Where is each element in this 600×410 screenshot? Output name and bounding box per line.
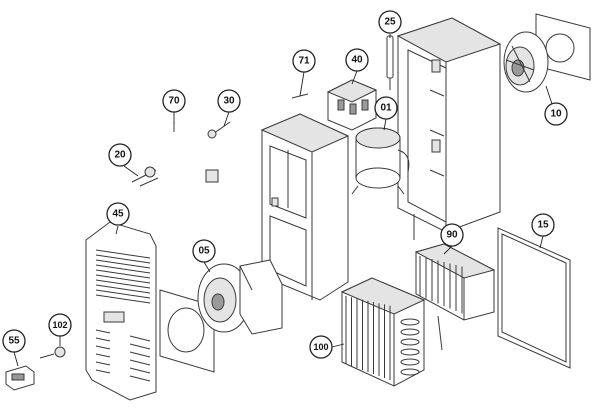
grille-slot	[95, 289, 151, 299]
grille-slot	[95, 254, 151, 264]
callout-40: 40	[345, 48, 369, 85]
grille-slot	[95, 284, 151, 294]
grille-slot	[95, 294, 151, 304]
callout-71: 71	[292, 49, 316, 97]
grille-slot	[129, 367, 151, 374]
fitting-part	[131, 166, 159, 187]
coil-tube-bend	[400, 358, 420, 366]
grille-slot	[129, 375, 151, 382]
callout-20: 20	[108, 143, 139, 177]
coil-tube-bend	[400, 328, 420, 336]
callout-labels: 25 71 40 70 30 01 10	[2, 10, 568, 367]
svg-text:71: 71	[298, 56, 310, 67]
svg-text:45: 45	[112, 209, 124, 220]
washer-part	[39, 346, 66, 359]
coil-tube-bend	[400, 368, 420, 376]
callout-100: 100	[309, 335, 345, 359]
control-box-part	[326, 79, 378, 131]
side-panel	[497, 227, 571, 369]
callout-10: 10	[544, 85, 568, 126]
coil-fins	[345, 296, 420, 380]
svg-text:10: 10	[550, 109, 562, 120]
svg-text:90: 90	[446, 230, 458, 241]
callout-30: 30	[217, 89, 241, 127]
grille-slot	[129, 343, 151, 350]
grille-slot	[95, 269, 151, 279]
svg-text:15: 15	[537, 220, 549, 231]
callout-01: 01	[374, 96, 398, 131]
callout-90: 90	[440, 223, 464, 255]
display-module-part	[5, 365, 35, 391]
svg-text:100: 100	[313, 342, 328, 352]
grille-slot	[95, 369, 111, 374]
svg-text:01: 01	[380, 103, 392, 114]
coil-tube-bend	[400, 348, 420, 356]
svg-text:05: 05	[198, 246, 210, 257]
grille-slot	[95, 361, 111, 366]
grille-slot	[95, 329, 111, 334]
inner-frame	[260, 113, 350, 301]
svg-text:102: 102	[52, 320, 67, 330]
clip-part	[205, 169, 219, 183]
compressor-part	[351, 127, 410, 195]
callout-102: 102	[48, 313, 72, 346]
grille-slot	[95, 345, 111, 350]
grille-slots	[95, 249, 151, 382]
callout-15: 15	[531, 213, 555, 249]
coil-fins	[419, 256, 463, 314]
callout-70: 70	[162, 89, 186, 124]
grille-slot	[129, 335, 151, 342]
coil-tube-bend	[400, 318, 420, 326]
condenser-coil	[340, 214, 443, 387]
grille-slot	[95, 264, 151, 274]
svg-text:40: 40	[351, 55, 363, 66]
sensor-part	[207, 121, 231, 139]
grille-slot	[95, 249, 151, 259]
cabinet-housing	[396, 17, 502, 233]
grille-slot	[95, 279, 151, 289]
front-grille-cover	[85, 221, 157, 401]
callout-55: 55	[2, 329, 26, 367]
condenser-fan-assembly	[503, 13, 591, 93]
svg-text:20: 20	[114, 150, 126, 161]
grille-slot	[95, 259, 151, 269]
grille-slot	[95, 274, 151, 284]
coil-tube-bend	[400, 338, 420, 346]
evaporator-coil	[414, 243, 496, 321]
grille-slot	[129, 359, 151, 366]
grille-slot	[129, 351, 151, 358]
thermal-probe-part	[386, 35, 394, 90]
grille-slot	[95, 337, 111, 342]
svg-text:55: 55	[8, 336, 20, 347]
callout-45: 45	[106, 202, 130, 235]
callout-25: 25	[378, 10, 402, 38]
svg-text:70: 70	[168, 96, 180, 107]
evaporator-fan-assembly	[159, 259, 283, 373]
grille-slot	[95, 353, 111, 358]
svg-text:25: 25	[384, 17, 396, 28]
svg-text:30: 30	[223, 96, 235, 107]
callout-05: 05	[192, 239, 216, 273]
